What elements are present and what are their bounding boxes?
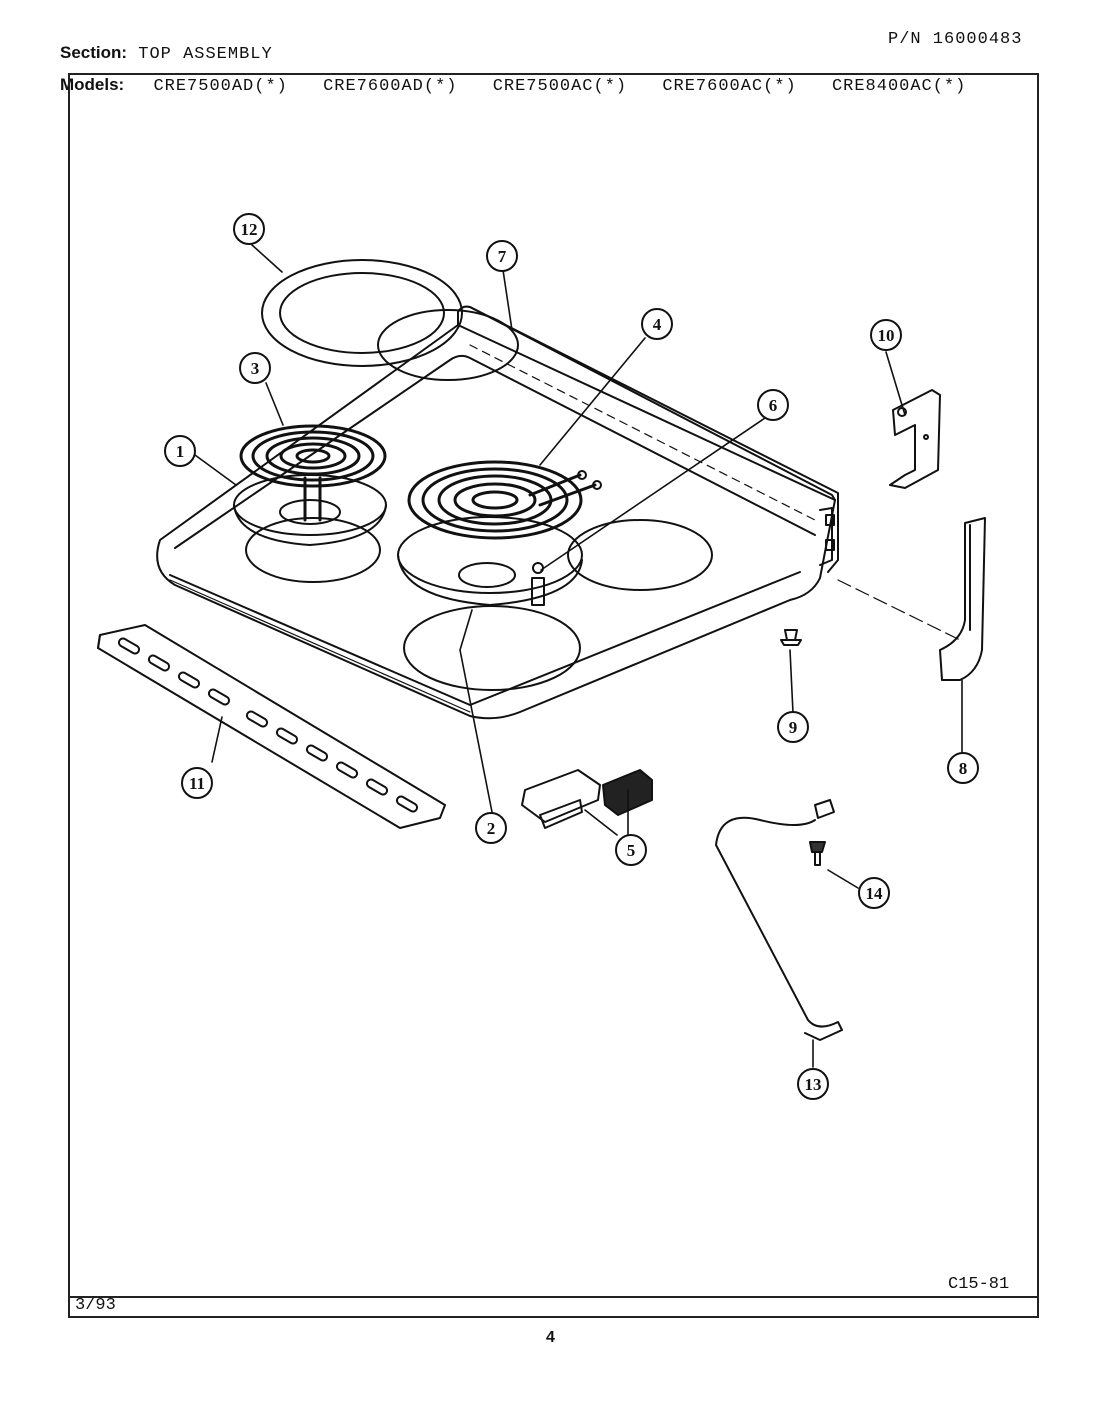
terminal-block-part (521, 769, 653, 829)
callout-circle (858, 877, 890, 909)
callout-2: 2 (475, 812, 507, 844)
callout-number: 6 (769, 396, 778, 415)
callout-circle (947, 752, 979, 784)
page-number: 4 (546, 1329, 555, 1346)
callout-8: 8 (947, 752, 979, 784)
callout-circle (797, 1068, 829, 1100)
callout-circle (641, 308, 673, 340)
callout-7: 7 (486, 240, 518, 272)
section-label: Section: (60, 43, 128, 62)
callout-circle (181, 767, 213, 799)
callout-number: 5 (627, 841, 636, 860)
callout-number: 1 (176, 442, 185, 461)
callout-4: 4 (641, 308, 673, 340)
callout-number: 10 (878, 326, 895, 345)
callout-circle (486, 240, 518, 272)
support-rod-part (715, 799, 843, 1041)
models-heading: Models: CRE7500AD(*) CRE7600AD(*) CRE750… (60, 75, 966, 96)
model-4: CRE7600AC(*) (662, 77, 797, 96)
model-1: CRE7500AD(*) (153, 77, 288, 96)
footer-date: 3/93 (75, 1296, 116, 1315)
callout-13: 13 (797, 1068, 829, 1100)
callout-number: 8 (959, 759, 968, 778)
callout-circle (615, 834, 647, 866)
models-label: Models: (60, 75, 125, 94)
callout-circle (757, 389, 789, 421)
model-5: CRE8400AC(*) (831, 77, 967, 96)
callout-circle (164, 435, 196, 467)
callout-number: 11 (189, 774, 205, 793)
small-surface-element-part (239, 424, 387, 522)
callout-9: 9 (777, 711, 809, 743)
cooktop-main-top-part (156, 305, 961, 720)
callout-1: 1 (164, 435, 196, 467)
section-value: TOP ASSEMBLY (138, 45, 273, 64)
part-number: P/N 16000483 (888, 30, 1023, 49)
callout-number: 7 (498, 247, 507, 266)
callout-3: 3 (239, 352, 271, 384)
push-nut-part (780, 629, 802, 646)
footer-code: C15-81 (948, 1275, 1010, 1294)
callout-6: 6 (757, 389, 789, 421)
callout-circle (239, 352, 271, 384)
callout-number: 12 (241, 220, 258, 239)
callout-11: 11 (181, 767, 213, 799)
callout-circle (475, 812, 507, 844)
callout-number: 14 (866, 884, 884, 903)
callout-14: 14 (858, 877, 890, 909)
side-trim-part (939, 517, 986, 681)
callout-circle (870, 319, 902, 351)
model-2: CRE7600AD(*) (323, 77, 458, 96)
leader-lines (194, 244, 963, 1068)
section-heading: Section: TOP ASSEMBLY (60, 43, 273, 64)
callout-5: 5 (615, 834, 647, 866)
screw-part (809, 841, 826, 866)
callout-number: 4 (653, 315, 662, 334)
model-3: CRE7500AC(*) (492, 77, 628, 96)
callout-number: 9 (789, 718, 798, 737)
vent-trim-part (97, 624, 446, 829)
callout-10: 10 (870, 319, 902, 351)
footer-divider (68, 1296, 1039, 1298)
large-surface-element-part (407, 460, 602, 540)
callout-number: 3 (251, 359, 260, 378)
callout-12: 12 (233, 213, 265, 245)
trim-ring-part (261, 259, 463, 367)
side-bracket-part (889, 389, 941, 489)
callout-circle (233, 213, 265, 245)
callout-circle (777, 711, 809, 743)
callout-number: 13 (805, 1075, 822, 1094)
callout-number: 2 (487, 819, 496, 838)
diagram-frame (68, 73, 1039, 1318)
